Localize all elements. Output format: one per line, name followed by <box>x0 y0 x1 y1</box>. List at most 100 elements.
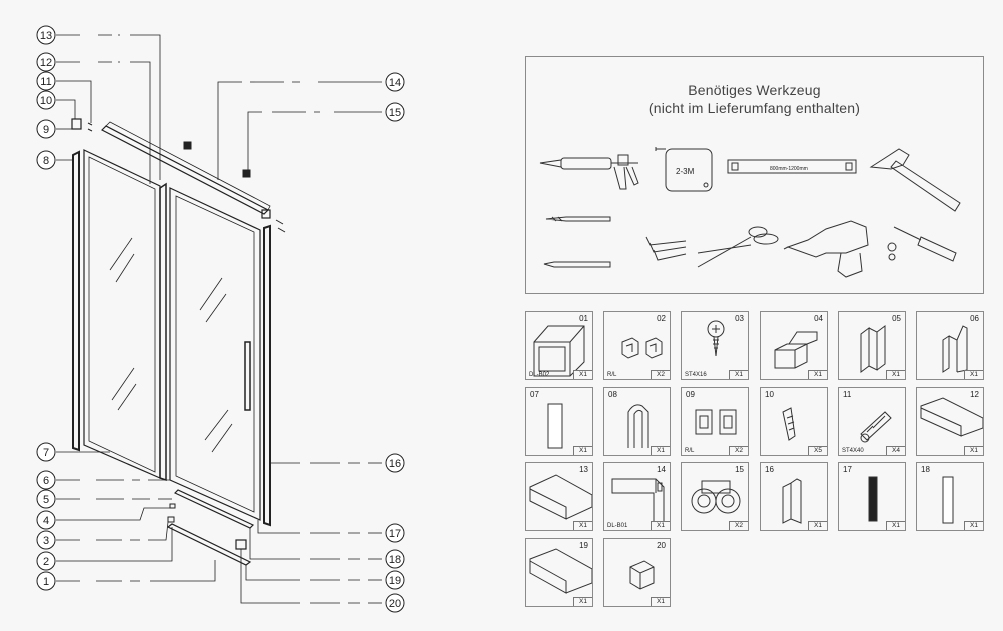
svg-text:17: 17 <box>389 528 401 540</box>
svg-text:20: 20 <box>389 598 401 610</box>
drill-bit-icon <box>545 216 611 222</box>
part-quantity: X1 <box>651 521 670 530</box>
part-quantity: X1 <box>573 370 592 379</box>
part-03-drawing <box>707 320 725 357</box>
part-label: ST4X16 <box>685 372 707 378</box>
part-quantity: X2 <box>729 446 748 455</box>
part-19-drawing <box>529 548 592 594</box>
hammer-icon <box>869 148 961 212</box>
sliding-glass-panel <box>169 187 261 521</box>
svg-text:7: 7 <box>43 447 49 459</box>
callout-12: 12 <box>36 52 56 72</box>
part-quantity: X1 <box>729 370 748 379</box>
part-quantity: X1 <box>573 446 592 455</box>
fixed-glass-panel <box>83 149 161 479</box>
part-number: 14 <box>657 465 666 474</box>
part-quantity: X1 <box>886 521 905 530</box>
part-label: DL-B02 <box>529 372 550 378</box>
callout-13: 13 <box>36 25 56 45</box>
part-quantity: X2 <box>729 521 748 530</box>
svg-text:5: 5 <box>43 494 49 506</box>
callout-14: 14 <box>385 72 405 92</box>
part-label: R/L <box>607 372 617 378</box>
part-09-drawing <box>695 409 737 435</box>
part-label: R/L <box>685 448 695 454</box>
wall-profile-right <box>263 224 271 527</box>
part-quantity: X1 <box>651 597 670 606</box>
svg-text:3: 3 <box>43 535 49 547</box>
part-04-drawing <box>774 331 818 369</box>
tools-title: Benötiges Werkzeug <box>688 82 821 98</box>
part-18-drawing <box>942 476 954 524</box>
part-number: 05 <box>892 314 901 323</box>
callout-3: 3 <box>36 530 56 550</box>
svg-text:4: 4 <box>43 515 49 527</box>
svg-text:16: 16 <box>389 458 401 470</box>
callout-2: 2 <box>36 551 56 571</box>
cordless-drill-icon <box>783 220 869 278</box>
callout-9: 9 <box>36 119 56 139</box>
part-quantity: X1 <box>964 446 983 455</box>
callout-11: 11 <box>36 71 56 91</box>
svg-text:6: 6 <box>43 475 49 487</box>
svg-text:13: 13 <box>40 30 52 42</box>
part-number: 01 <box>579 314 588 323</box>
tape-measure-label: 2-3M <box>676 167 695 176</box>
bottom-rail <box>173 489 255 529</box>
part-number: 08 <box>608 390 617 399</box>
tape-measure-icon: 2-3M <box>655 147 713 192</box>
part-08-drawing <box>627 404 649 448</box>
part-number: 18 <box>921 465 930 474</box>
caulking-gun-icon <box>539 154 639 190</box>
part-06-drawing <box>942 325 968 373</box>
callout-4: 4 <box>36 510 56 530</box>
part-11-drawing <box>860 411 892 443</box>
part-quantity: X1 <box>651 446 670 455</box>
part-quantity: X1 <box>808 521 827 530</box>
part-07-drawing <box>547 403 563 449</box>
part-quantity: X1 <box>964 370 983 379</box>
callout-10: 10 <box>36 90 56 110</box>
svg-text:10: 10 <box>40 95 52 107</box>
callout-20: 20 <box>385 593 405 613</box>
part-17-drawing <box>868 476 878 522</box>
part-quantity: X1 <box>573 521 592 530</box>
callout-6: 6 <box>36 470 56 490</box>
part-quantity: X1 <box>964 521 983 530</box>
svg-text:14: 14 <box>389 77 401 89</box>
screwdriver-icon <box>887 226 957 262</box>
part-label: ST4X40 <box>842 448 864 454</box>
door-handle <box>244 341 251 411</box>
svg-text:12: 12 <box>40 57 52 69</box>
spirit-level-icon: 800mm-1200mm <box>727 159 857 174</box>
part-number: 17 <box>843 465 852 474</box>
part-quantity: X1 <box>808 370 827 379</box>
svg-text:11: 11 <box>40 76 51 88</box>
part-number: 12 <box>970 390 979 399</box>
part-10-bracket <box>71 118 82 130</box>
callout-18: 18 <box>385 549 405 569</box>
part-number: 19 <box>579 541 588 550</box>
part-quantity: X1 <box>573 597 592 606</box>
callout-17: 17 <box>385 523 405 543</box>
part-number: 02 <box>657 314 666 323</box>
part-number: 20 <box>657 541 666 550</box>
part-02-drawing <box>621 337 663 359</box>
part-label: DL-B01 <box>607 523 628 529</box>
